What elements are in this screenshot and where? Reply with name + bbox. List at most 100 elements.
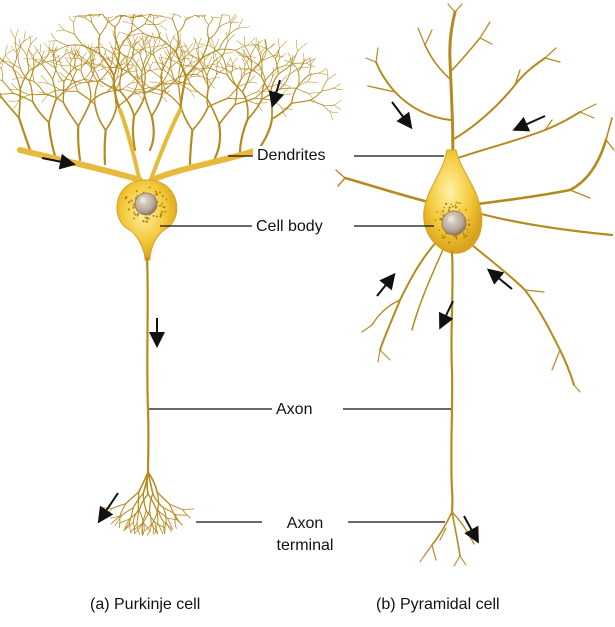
dendrite-branch	[309, 65, 311, 76]
soma-granule	[132, 206, 134, 208]
soma-granule	[155, 192, 157, 194]
dendrite-branch	[331, 112, 333, 120]
soma-granule	[133, 212, 135, 214]
dendrite-branch	[307, 73, 311, 82]
dendrite-branch	[163, 17, 172, 19]
dendrite-branch	[145, 44, 147, 56]
dendrite-branch	[292, 100, 311, 103]
dendrite-branch	[258, 41, 259, 50]
dendrite-branch	[150, 116, 154, 150]
dendrite-branch	[109, 16, 113, 17]
soma-granule	[160, 204, 162, 206]
dendrite-branch	[223, 43, 228, 57]
dendrite-branch	[230, 57, 233, 64]
dendrite-branch	[172, 14, 175, 19]
soma-granule	[463, 236, 465, 238]
dendrite-branch	[283, 94, 293, 95]
dendrite-branch	[247, 100, 261, 120]
dendrite-branch	[252, 43, 258, 50]
dendrite-branch	[211, 46, 222, 56]
dendrite-branch	[42, 54, 50, 58]
dendrite-branch	[223, 15, 230, 16]
dendrite-branch	[301, 67, 312, 68]
dendrite-branch	[103, 14, 116, 27]
dendrite-branch	[244, 65, 245, 75]
dendrite-branch	[64, 30, 74, 34]
soma-granule	[166, 198, 168, 200]
arrow-pyramidal-apical-right	[516, 116, 545, 129]
dendrite-branch	[334, 100, 341, 105]
pyramidal-cell	[336, 4, 614, 566]
soma-granule	[465, 235, 467, 237]
soma-granule	[468, 219, 470, 221]
soma-granule	[444, 207, 445, 208]
dendrite-branch	[296, 88, 309, 93]
dendrite-branch	[56, 30, 64, 31]
dendrite-branch	[267, 49, 276, 59]
dendrite-branch	[231, 64, 232, 74]
dendrite-branch	[185, 17, 188, 18]
dendrite-branch	[100, 22, 108, 35]
dendrite-branch	[33, 101, 49, 122]
soma-granule	[455, 204, 457, 206]
dendrite-branch	[65, 58, 71, 66]
soma-granule	[449, 206, 451, 208]
dendrite-branch	[310, 100, 323, 105]
soma-granule	[142, 220, 144, 222]
soma-granule	[163, 206, 165, 208]
dendrite-branch	[328, 74, 336, 80]
dendrite-branch	[48, 90, 60, 94]
soma-granule	[451, 204, 453, 206]
dendrite-branch	[239, 19, 243, 28]
dendrite-branch	[158, 24, 167, 30]
dendrite-branch	[309, 92, 320, 93]
dendrite-branch	[16, 29, 19, 38]
soma-granule	[159, 191, 161, 193]
dendrite-branch	[176, 33, 179, 52]
dendrite-branch	[143, 16, 153, 24]
dendrite-branch	[331, 112, 338, 113]
dendrite-branch	[298, 72, 299, 86]
dendrite-branch	[207, 57, 211, 66]
dendrite-branch	[95, 82, 98, 104]
dendrite-branch	[266, 44, 273, 50]
dendrite-branch	[95, 104, 106, 130]
dendrite-branch	[230, 22, 239, 23]
terminal-branch	[183, 510, 191, 518]
dendrite-branch	[78, 126, 80, 160]
dendrite-branch	[333, 88, 342, 89]
dendrite-branch	[280, 53, 287, 58]
soma-granule	[128, 201, 130, 203]
dendrite-branch	[106, 107, 117, 130]
soma-granule	[152, 215, 154, 217]
dendrite-branch	[175, 14, 181, 17]
dendrite-branch	[31, 38, 38, 45]
dendrite-branch	[262, 61, 263, 77]
soma-granule	[161, 203, 163, 205]
dendrite-branch	[0, 93, 13, 94]
soma-granule	[457, 202, 459, 204]
dendrite-branch	[327, 69, 328, 79]
dendrite-branch	[334, 105, 341, 109]
dendrite-branch	[119, 50, 127, 59]
dendrite-branch	[309, 73, 319, 75]
dendrite-branch	[41, 75, 48, 84]
dendrite-branch	[0, 78, 3, 81]
dendrite-branch	[78, 103, 90, 126]
pyramidal-cell-body	[424, 150, 482, 253]
dendrite-branch	[148, 92, 161, 95]
arrow-purkinje-terminal	[100, 493, 118, 520]
dendrite-branch	[215, 124, 220, 158]
dendrite-branch	[237, 40, 245, 46]
dendrite-branch	[311, 58, 316, 65]
dendrite-branch	[245, 46, 251, 57]
dendrite-branch	[143, 69, 145, 89]
dendrite-branch	[92, 22, 100, 35]
dendrite-branch	[215, 66, 223, 68]
dendrite-branch	[81, 71, 88, 84]
dendrite-branch	[231, 17, 237, 25]
dendrite-branch	[322, 88, 333, 91]
dendrite-branch	[178, 20, 186, 33]
dendrite-branch	[84, 69, 91, 79]
